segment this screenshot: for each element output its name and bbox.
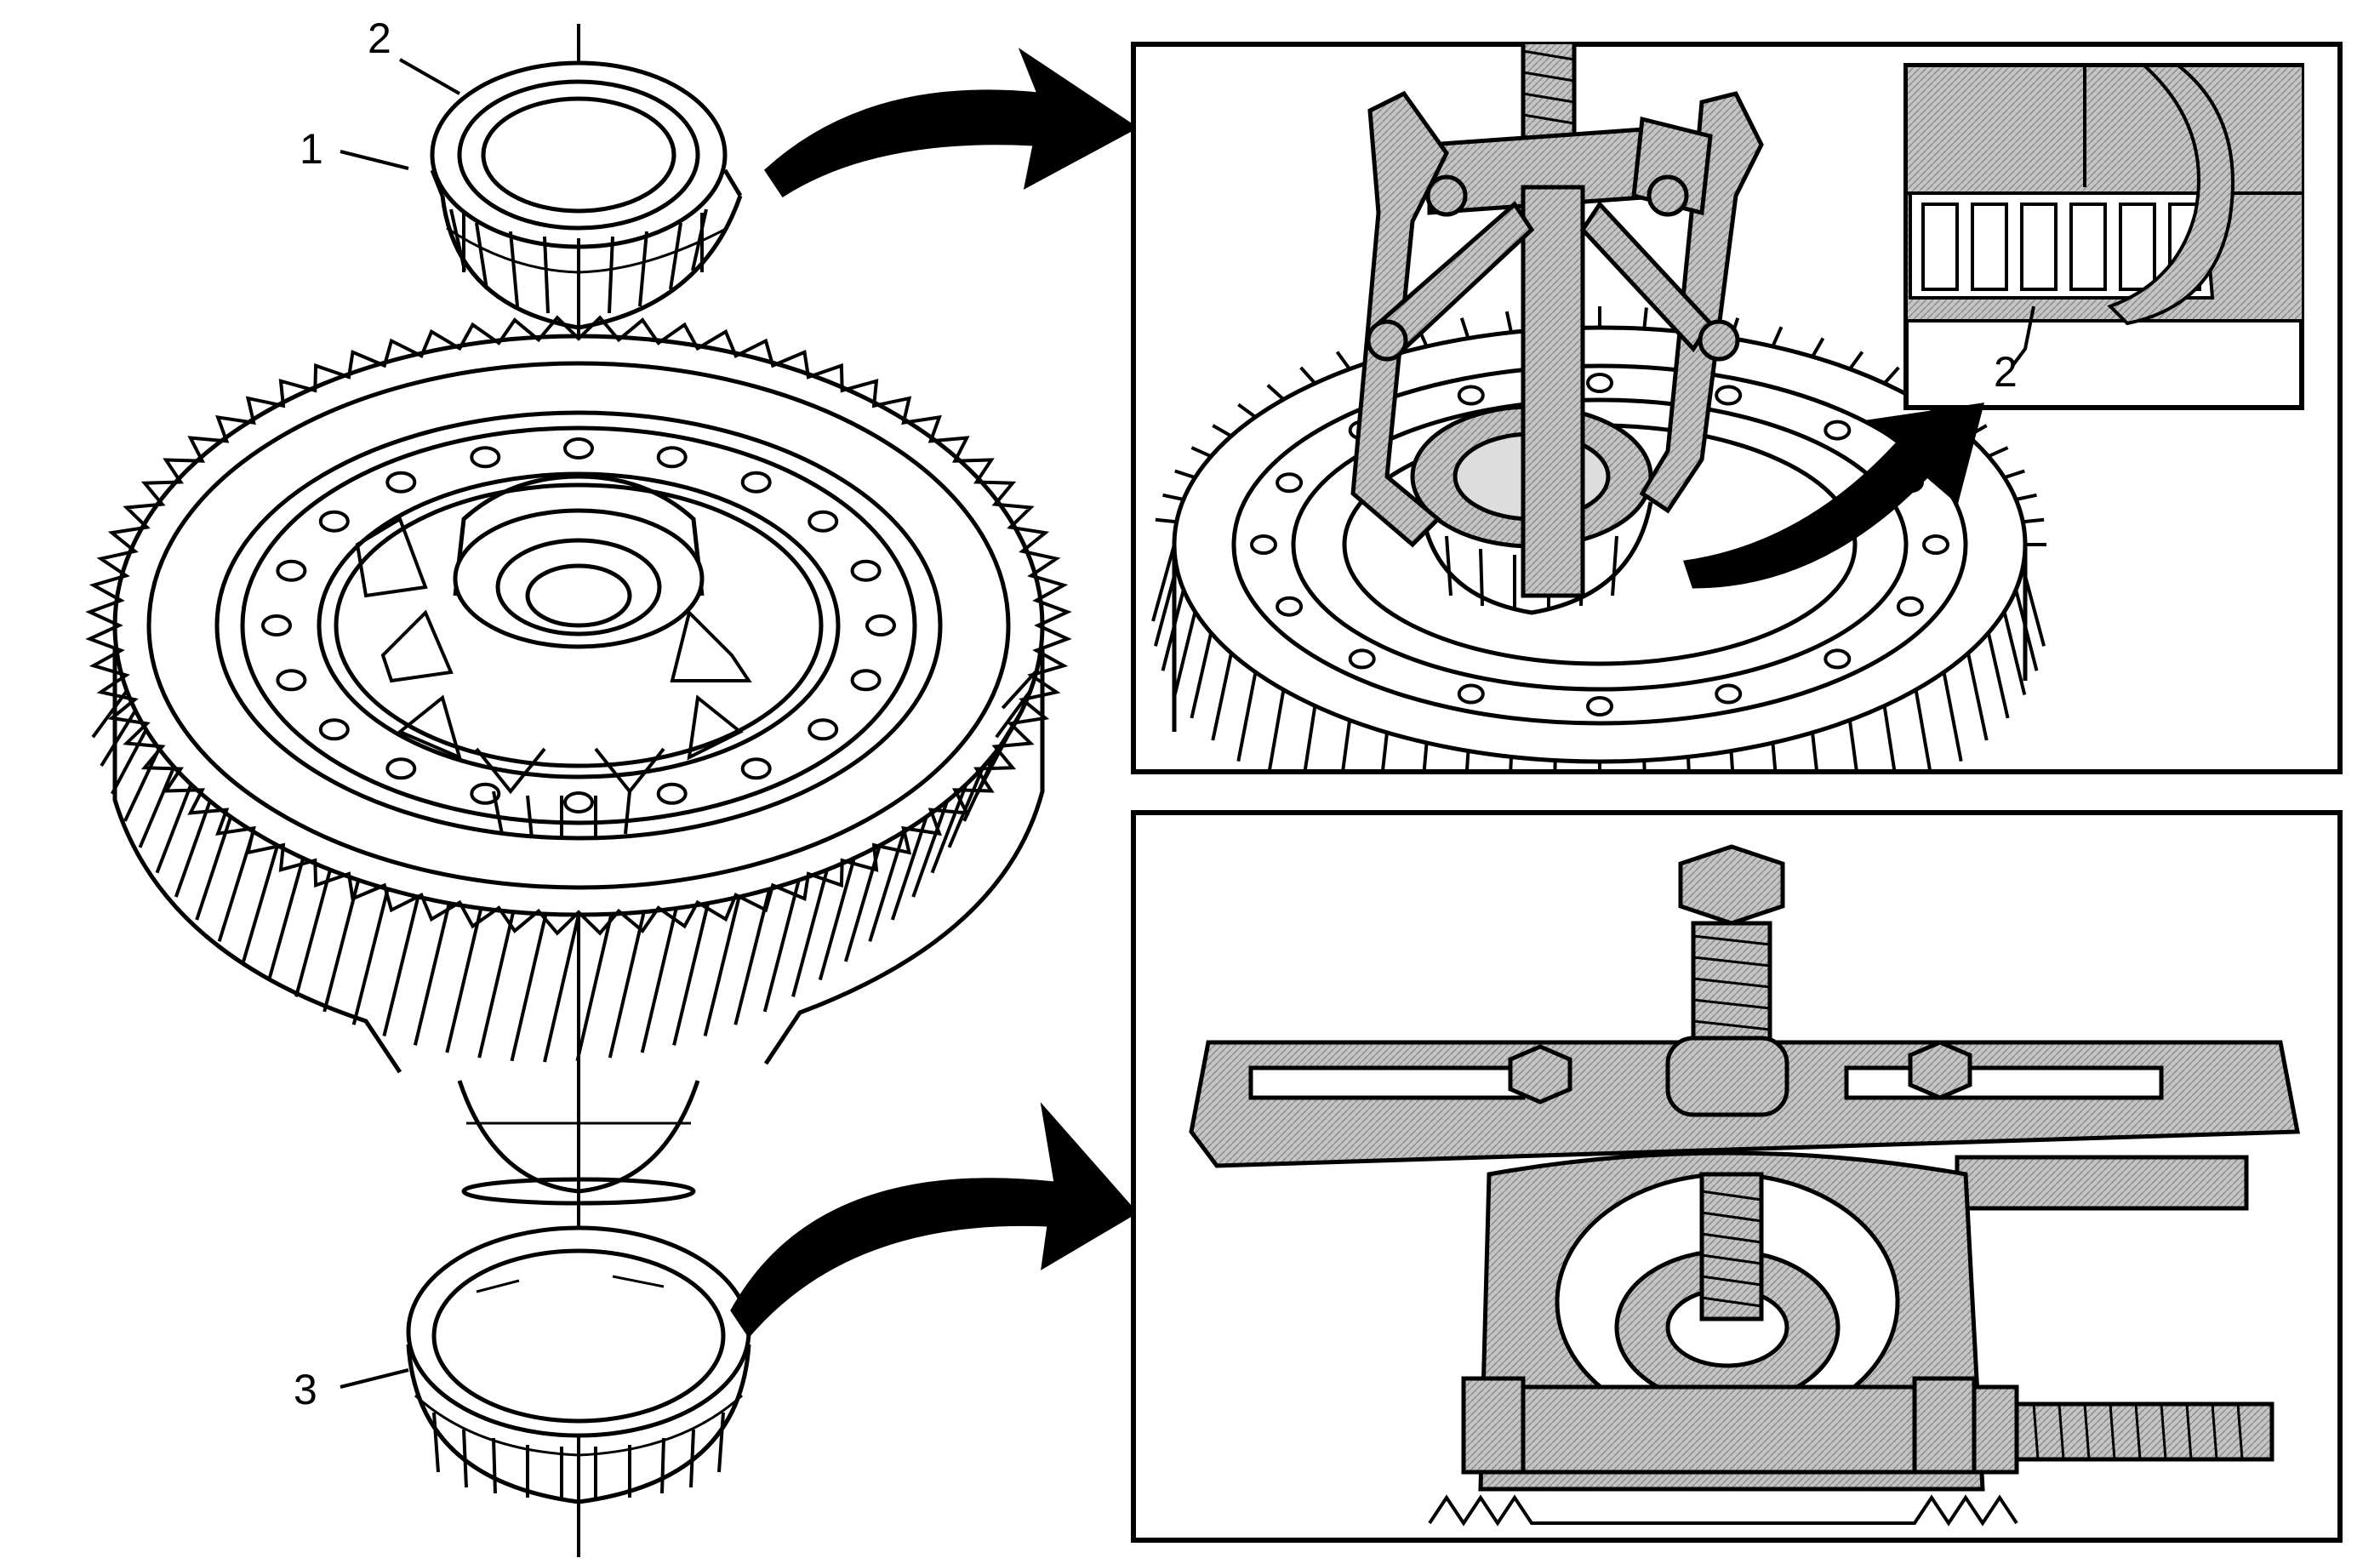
inset-detail: 2 bbox=[1903, 63, 2304, 410]
upper-curved-arrow bbox=[764, 48, 1139, 198]
puller-panel: 2 bbox=[1131, 42, 2343, 774]
curved-arrow-icon bbox=[764, 48, 1139, 198]
curved-arrow-icon bbox=[730, 1102, 1139, 1339]
leader-line-1 bbox=[340, 150, 409, 170]
callout-2: 2 bbox=[368, 14, 391, 62]
inset-curved-arrow bbox=[1683, 402, 1985, 589]
exploded-differential-view bbox=[85, 24, 1072, 1557]
inset-callout-2: 2 bbox=[1994, 348, 2018, 396]
callout-1: 1 bbox=[300, 125, 323, 173]
lower-curved-arrow bbox=[730, 1102, 1139, 1339]
carrier-bolts bbox=[261, 437, 896, 813]
upper-bearing bbox=[430, 60, 743, 330]
leader-line-3 bbox=[340, 1368, 409, 1389]
bar-puller-panel bbox=[1131, 810, 2343, 1543]
callout-3: 3 bbox=[294, 1366, 317, 1413]
lower-bearing bbox=[406, 1225, 751, 1504]
leader-line-2 bbox=[399, 58, 460, 95]
carrier-hub bbox=[355, 474, 752, 839]
